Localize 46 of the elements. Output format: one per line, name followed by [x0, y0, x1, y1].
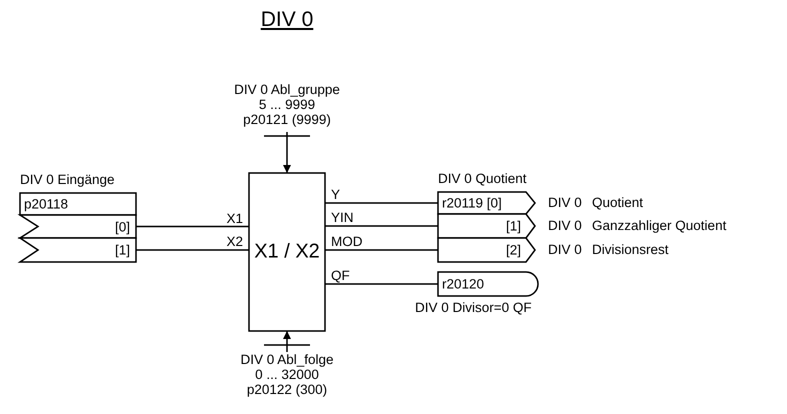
input-connector	[20, 215, 136, 238]
signal-line	[325, 283, 438, 285]
signal-description: Quotient	[592, 195, 644, 210]
signal-line	[325, 225, 438, 227]
parameter-label: 0 ... 32000	[254, 367, 320, 382]
port-label: MOD	[331, 234, 362, 249]
signal-line	[325, 202, 438, 204]
diagram-title: DIV 0	[260, 8, 314, 31]
signal-description: DIV 0	[548, 218, 582, 233]
output-connector	[438, 171, 535, 214]
parameter-label: r20119 [0]	[442, 196, 502, 210]
parameter-label: 5 ... 9999	[258, 97, 316, 112]
port-label: YIN	[331, 210, 354, 225]
parameter-label: p20121 (9999)	[242, 112, 332, 127]
connector-heading: DIV 0 Quotient	[438, 171, 527, 186]
port-label: Y	[331, 187, 340, 202]
port-label: QF	[331, 268, 350, 283]
parameter-label: DIV 0 Abl_folge	[239, 352, 335, 367]
function-block	[249, 173, 325, 331]
signal-line	[136, 249, 249, 251]
parameter-label: r20120	[442, 276, 484, 292]
input-connector	[20, 238, 136, 262]
parameter-label: p20118	[24, 196, 68, 212]
signal-description: DIV 0 Divisor=0 QF	[415, 300, 532, 315]
signal-description: DIV 0	[548, 242, 582, 257]
signal-description: Ganzzahliger Quotient	[592, 218, 726, 233]
parameter-label: DIV 0 Abl_gruppe	[233, 82, 341, 97]
parameter-label: [0]	[114, 219, 130, 234]
signal-line	[136, 226, 249, 228]
port-label: X2	[226, 234, 243, 249]
signal-description: Divisionsrest	[592, 242, 669, 257]
arrow	[283, 331, 291, 352]
signal-line	[325, 249, 438, 251]
function-label: X1 / X2	[253, 244, 321, 260]
parameter-label: p20122 (300)	[246, 382, 328, 397]
parameter-label: [1]	[114, 242, 130, 258]
connector-heading: DIV 0 Eingänge	[20, 172, 115, 187]
signal-description: DIV 0	[548, 195, 582, 210]
output-connector	[438, 272, 538, 296]
parameter-label: [1]	[506, 218, 521, 234]
output-connector	[438, 214, 535, 238]
parameter-label: [2]	[506, 242, 521, 258]
output-connector	[438, 238, 535, 262]
arrow	[283, 132, 291, 173]
connector-header	[20, 172, 136, 215]
port-label: X1	[226, 210, 243, 226]
